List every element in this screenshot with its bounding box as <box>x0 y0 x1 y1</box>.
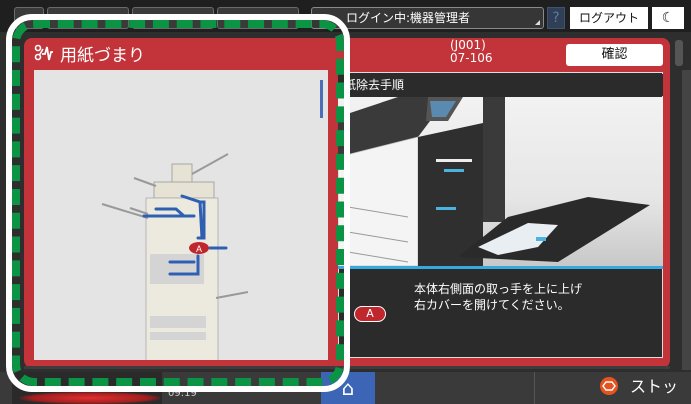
panel-shadow <box>24 366 670 369</box>
side-tab[interactable] <box>675 40 683 66</box>
home-icon: ⌂ <box>341 376 355 400</box>
top-tab-1[interactable] <box>14 7 44 29</box>
error-indicator <box>20 392 160 404</box>
paper-jam-icon <box>34 44 54 68</box>
instruction-illustration <box>338 97 663 266</box>
illustration-divider <box>338 266 663 269</box>
login-status-label: ログイン中:機器管理者 <box>346 11 471 25</box>
side-strip <box>682 70 691 370</box>
home-button[interactable]: ⌂ <box>321 372 375 404</box>
printer-open-cover-illustration <box>338 97 650 266</box>
top-tab-2[interactable] <box>47 7 129 29</box>
panel-title-text: 用紙づまり <box>60 46 145 66</box>
error-code-line1: (J001) <box>450 38 486 52</box>
instruction-line1: 本体右側面の取っ手を上に上げ <box>414 282 583 296</box>
diagram-scroll-indicator[interactable] <box>320 80 323 118</box>
login-status-dropdown[interactable]: ログイン中:機器管理者 <box>311 7 544 29</box>
printer-diagram-icon: A <box>101 153 249 370</box>
panel-title: 用紙づまり <box>34 44 145 68</box>
instruction-text: 本体右側面の取っ手を上に上げ 右カバーを開けてください。 <box>414 281 582 313</box>
clock: 09:19 <box>168 388 197 399</box>
top-tab-3[interactable] <box>132 7 214 29</box>
help-button[interactable]: ? <box>547 7 565 29</box>
stop-icon <box>600 377 618 395</box>
energy-saver-button[interactable]: ☾ <box>652 7 684 29</box>
moon-icon: ☾ <box>661 10 675 26</box>
logout-button[interactable]: ログアウト <box>570 7 648 29</box>
jam-location-diagram: A <box>34 70 328 370</box>
instruction-line2: 右カバーを開けてください。 <box>414 298 570 312</box>
svg-text:A: A <box>196 244 202 254</box>
dropdown-corner-icon <box>535 20 540 25</box>
location-badge: A <box>354 306 386 322</box>
error-code-line2: 07-106 <box>450 51 493 65</box>
procedure-title: 紙除去手順 <box>338 74 663 96</box>
status-button[interactable] <box>12 372 162 404</box>
error-code: (J001) 07-106 <box>450 39 510 65</box>
top-tab-4[interactable] <box>217 7 299 29</box>
confirm-button[interactable]: 確認 <box>566 44 663 66</box>
stop-label: ストップ <box>630 377 679 396</box>
